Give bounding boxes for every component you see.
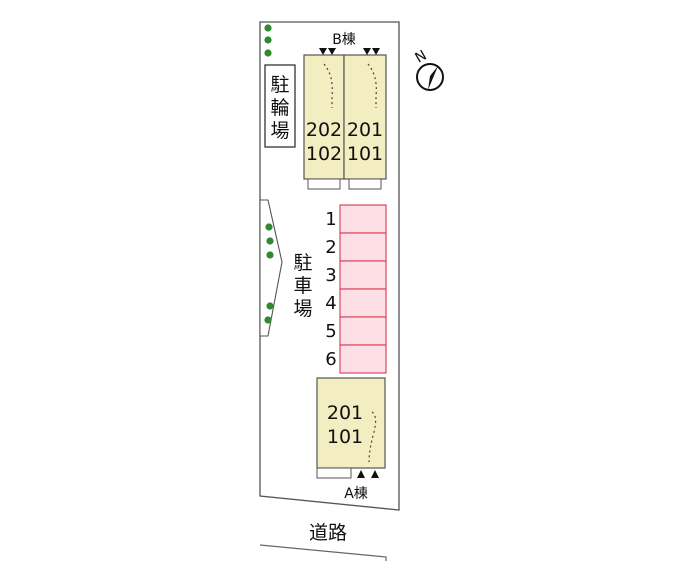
parking-spaces (339, 204, 387, 374)
unit-number-upper: 201 (327, 402, 363, 424)
entrance-arrow-icon (363, 48, 371, 55)
unit-number-lower: 101 (327, 426, 363, 448)
unit-number-upper: 202 (306, 119, 342, 141)
building-a-label: A棟 (344, 486, 368, 502)
bicycle-parking-char-1: 駐 (270, 74, 289, 96)
tree-icon (264, 49, 272, 57)
tree-icon (266, 251, 274, 259)
balcony (316, 467, 352, 479)
balcony (348, 178, 382, 190)
parking-char-3: 場 (293, 298, 312, 320)
unit-number-upper: 201 (347, 119, 383, 141)
entrance-arrow-icon (328, 48, 336, 55)
tree-icon (264, 316, 272, 324)
unit-number-lower: 101 (347, 143, 383, 165)
entrance-arrow-icon (371, 470, 379, 478)
building-b-unit-201-101 (343, 54, 387, 180)
compass: N (412, 47, 444, 91)
parking-char-2: 車 (293, 275, 312, 297)
tree-icon (264, 24, 272, 32)
walkway-dotted (368, 411, 377, 463)
parking-space-number: 4 (325, 293, 336, 314)
entrance-arrow-icon (357, 470, 365, 478)
parking-space-number: 3 (325, 265, 336, 286)
unit-number-lower: 102 (306, 143, 342, 165)
building-b-label: B棟 (332, 32, 356, 48)
bicycle-parking-char-2: 輪 (270, 97, 289, 119)
parking-char-1: 駐 (293, 252, 312, 274)
parking-space (339, 344, 387, 374)
parking-space-number: 2 (325, 237, 336, 258)
compass-needle-icon (428, 66, 438, 90)
entrance-arrow-icon (372, 48, 380, 55)
tree-icon (265, 223, 273, 231)
planting-strip (259, 199, 283, 337)
parking-space (339, 204, 387, 234)
road-edge-line (259, 544, 387, 561)
parking-space (339, 288, 387, 318)
tree-icon (266, 302, 274, 310)
road-label: 道路 (309, 522, 347, 544)
entrance-arrow-icon (319, 48, 327, 55)
entrance-markers-b (319, 48, 380, 55)
trees (264, 24, 274, 324)
building-a-unit-201-101 (316, 377, 386, 469)
parking-space-number: 6 (325, 349, 336, 370)
tree-icon (266, 237, 274, 245)
building-b-unit-202-102 (303, 54, 345, 180)
parking-space (339, 316, 387, 346)
parking-space-number: 5 (325, 321, 336, 342)
parking-space-number: 1 (325, 209, 336, 230)
balcony (307, 178, 341, 190)
parking-space (339, 232, 387, 262)
bicycle-parking-char-3: 場 (270, 120, 289, 142)
tree-icon (264, 36, 272, 44)
bicycle-parking-box (264, 64, 296, 148)
parking-space (339, 260, 387, 290)
entrance-markers-a (357, 470, 379, 478)
